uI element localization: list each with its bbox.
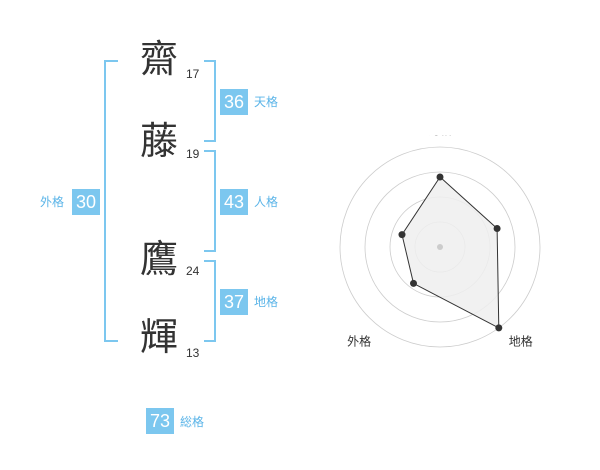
tenkaku-value: 36 [220, 89, 249, 115]
radar-point-1 [436, 173, 444, 181]
radar-center-dot [437, 244, 443, 250]
name-char-2-strokes: 19 [186, 147, 200, 161]
name-char-3-strokes: 24 [186, 264, 200, 278]
jinkaku-bracket [204, 150, 216, 252]
gaikaku-bracket [104, 60, 118, 342]
radar-ring-4 [339, 146, 541, 348]
chikaku-bracket [204, 260, 216, 342]
soukaku-label: 総格 [180, 415, 205, 429]
tenkaku-label: 天格 [254, 95, 279, 109]
name-char-1-strokes: 17 [186, 67, 200, 81]
radar-axis-label-3: 地格 [509, 334, 533, 349]
fortune-radar-chart: 総格天格地格外格人格 [339, 135, 541, 349]
chikaku-value: 37 [220, 289, 249, 315]
jinkaku-label: 人格 [254, 195, 279, 209]
radar-series-polygon [401, 176, 500, 329]
name-char-3: 鷹 [140, 237, 179, 281]
radar-ring-3 [364, 171, 516, 323]
radar-point-3 [495, 324, 503, 332]
radar-axis-label-1: 総格 [428, 135, 452, 137]
name-char-4: 輝 [140, 315, 179, 359]
tenkaku-bracket [204, 60, 216, 142]
radar-point-4 [410, 279, 417, 287]
name-char-1: 齋 [140, 37, 179, 81]
radar-point-2 [493, 225, 501, 232]
soukaku-value: 73 [146, 408, 175, 434]
radar-point-5 [398, 231, 406, 239]
name-char-2: 藤 [140, 119, 179, 163]
jinkaku-value: 43 [220, 189, 249, 215]
gaikaku-value: 30 [72, 189, 101, 215]
radar-axis-label-4: 外格 [347, 334, 371, 349]
gaikaku-label: 外格 [40, 195, 65, 209]
chikaku-label: 地格 [254, 295, 279, 309]
name-char-4-strokes: 13 [186, 346, 200, 360]
